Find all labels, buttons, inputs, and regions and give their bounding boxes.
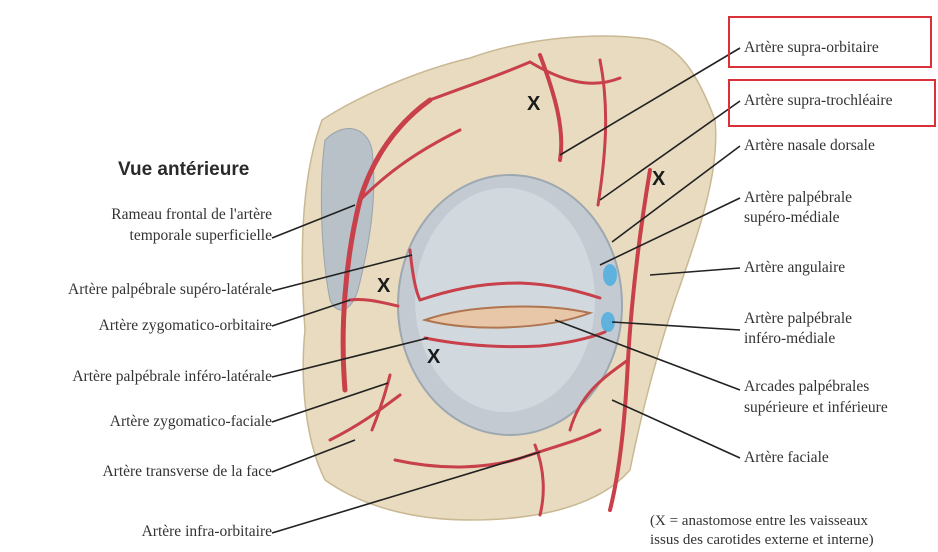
anastomosis-x-left: X	[377, 275, 391, 297]
label-supra-trochleaire: Artère supra-trochléaire	[744, 91, 892, 110]
label-palpebrale-supero-mediale-line1: Artère palpébrale	[744, 188, 852, 207]
label-palpebrale-infero-laterale: Artère palpébrale inféro-latérale	[72, 367, 272, 386]
label-rameau-frontal-line2: temporale superficielle	[130, 226, 272, 245]
anastomosis-x-top: X	[527, 93, 541, 115]
label-infra-orbitaire: Artère infra-orbitaire	[142, 522, 272, 541]
label-zygomatico-orbitaire: Artère zygomatico-orbitaire	[99, 316, 272, 335]
label-supra-orbitaire: Artère supra-orbitaire	[744, 38, 879, 57]
label-palpebrale-infero-mediale-line2: inféro-médiale	[744, 329, 835, 348]
label-palpebrale-infero-mediale-line1: Artère palpébrale	[744, 309, 852, 328]
label-rameau-frontal-line1: Rameau frontal de l'artère	[111, 205, 272, 224]
lacrimal-sac-upper	[603, 264, 617, 286]
view-heading: Vue antérieure	[118, 159, 249, 181]
label-angulaire: Artère angulaire	[744, 258, 845, 277]
label-faciale: Artère faciale	[744, 448, 829, 467]
anastomosis-x-right: X	[652, 168, 666, 190]
label-palpebrale-supero-mediale-line2: supéro-médiale	[744, 208, 840, 227]
label-arcades-line2: supérieure et inférieure	[744, 398, 888, 417]
label-transverse-face: Artère transverse de la face	[102, 462, 272, 481]
label-arcades-line1: Arcades palpébrales	[744, 377, 869, 396]
anastomosis-note-line2: issus des carotides externe et interne)	[650, 531, 874, 550]
label-palpebrale-supero-laterale: Artère palpébrale supéro-latérale	[68, 280, 272, 299]
eyeball-inner	[415, 188, 595, 412]
anastomosis-note-line1: (X = anastomose entre les vaisseaux	[650, 512, 868, 531]
label-zygomatico-faciale: Artère zygomatico-faciale	[110, 412, 272, 431]
label-nasale-dorsale: Artère nasale dorsale	[744, 136, 875, 155]
anastomosis-x-lower: X	[427, 346, 441, 368]
